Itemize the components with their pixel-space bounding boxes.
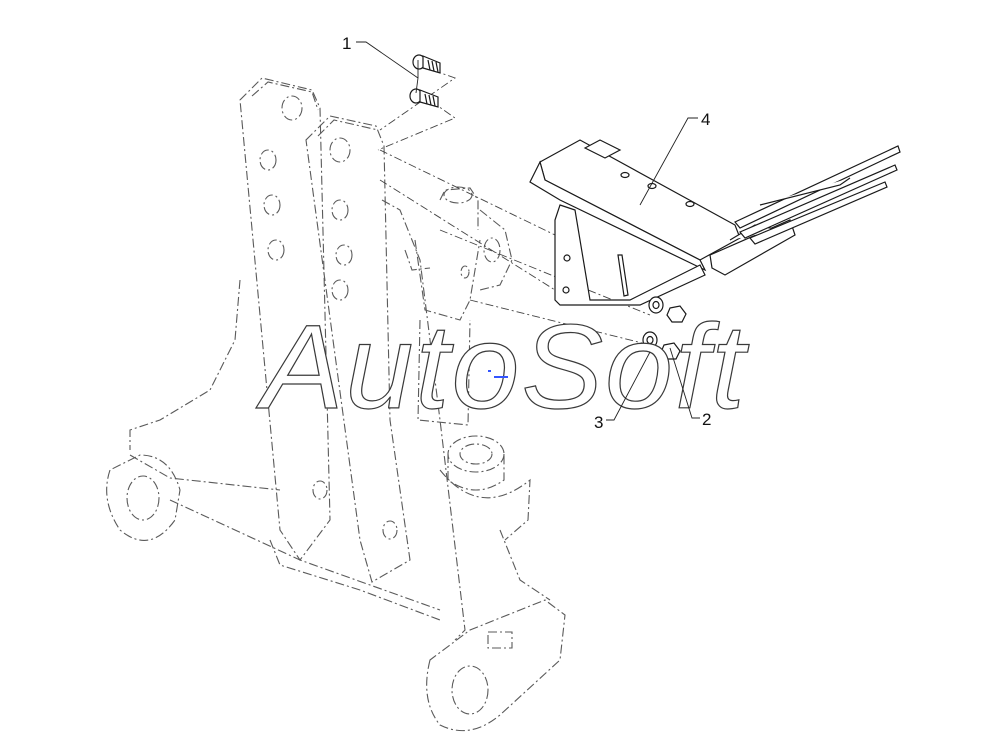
callout-label-3: 3	[594, 413, 603, 432]
watermark-text: AutoSoft	[256, 300, 750, 434]
pedal-bracket-part-4	[529, 139, 901, 306]
center-marker	[488, 370, 508, 378]
nut-washer-parts	[642, 296, 687, 360]
bolt-part-1	[409, 54, 441, 108]
callout-label-2: 2	[702, 410, 711, 429]
callout-leaders	[356, 41, 700, 421]
callout-label-4: 4	[701, 110, 710, 129]
frame-assembly-ghost	[106, 77, 566, 732]
callout-label-1: 1	[342, 34, 351, 53]
